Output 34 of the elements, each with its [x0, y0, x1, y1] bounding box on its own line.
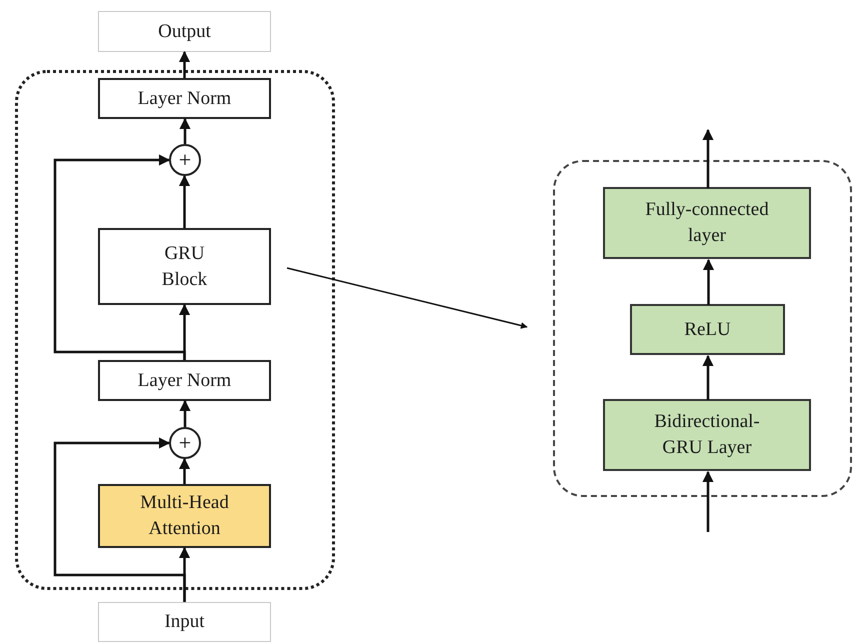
node-label: ReLU: [683, 318, 732, 342]
arrow: [54, 154, 186, 360]
arrow: [702, 128, 714, 188]
arrow: [54, 437, 186, 602]
arrow: [179, 400, 191, 427]
process-box: [630, 304, 785, 355]
process-box: [603, 399, 811, 471]
process-box: [98, 78, 271, 119]
process-box: [98, 360, 271, 401]
arrow: [178, 50, 190, 78]
node-label: Layer Norm: [136, 368, 232, 393]
arrow: [178, 174, 190, 228]
arrow: [702, 470, 714, 532]
node-label: GRU Block: [160, 242, 208, 292]
process-box: [98, 484, 271, 548]
plus-sign: +: [178, 149, 192, 171]
node-label: Output: [157, 20, 212, 44]
arrow: [178, 458, 190, 484]
input-box: [98, 602, 271, 642]
node-label: Layer Norm: [136, 86, 232, 111]
gru-block-container: [553, 160, 852, 497]
process-box: [603, 187, 811, 259]
node-label: Bidirectional-GRU Layer: [653, 410, 761, 460]
encoder-container: [15, 70, 335, 590]
arrow: [702, 354, 714, 400]
node-label: Input: [163, 610, 206, 634]
output-box: [98, 11, 271, 52]
node-label: Multi-Head Attention: [139, 491, 230, 541]
plus-sign: +: [178, 432, 192, 454]
process-box: [98, 228, 271, 305]
arrow: [179, 118, 191, 144]
arrow: [286, 267, 528, 329]
arrow: [702, 258, 714, 305]
node-label: Fully-connected layer: [644, 198, 770, 248]
